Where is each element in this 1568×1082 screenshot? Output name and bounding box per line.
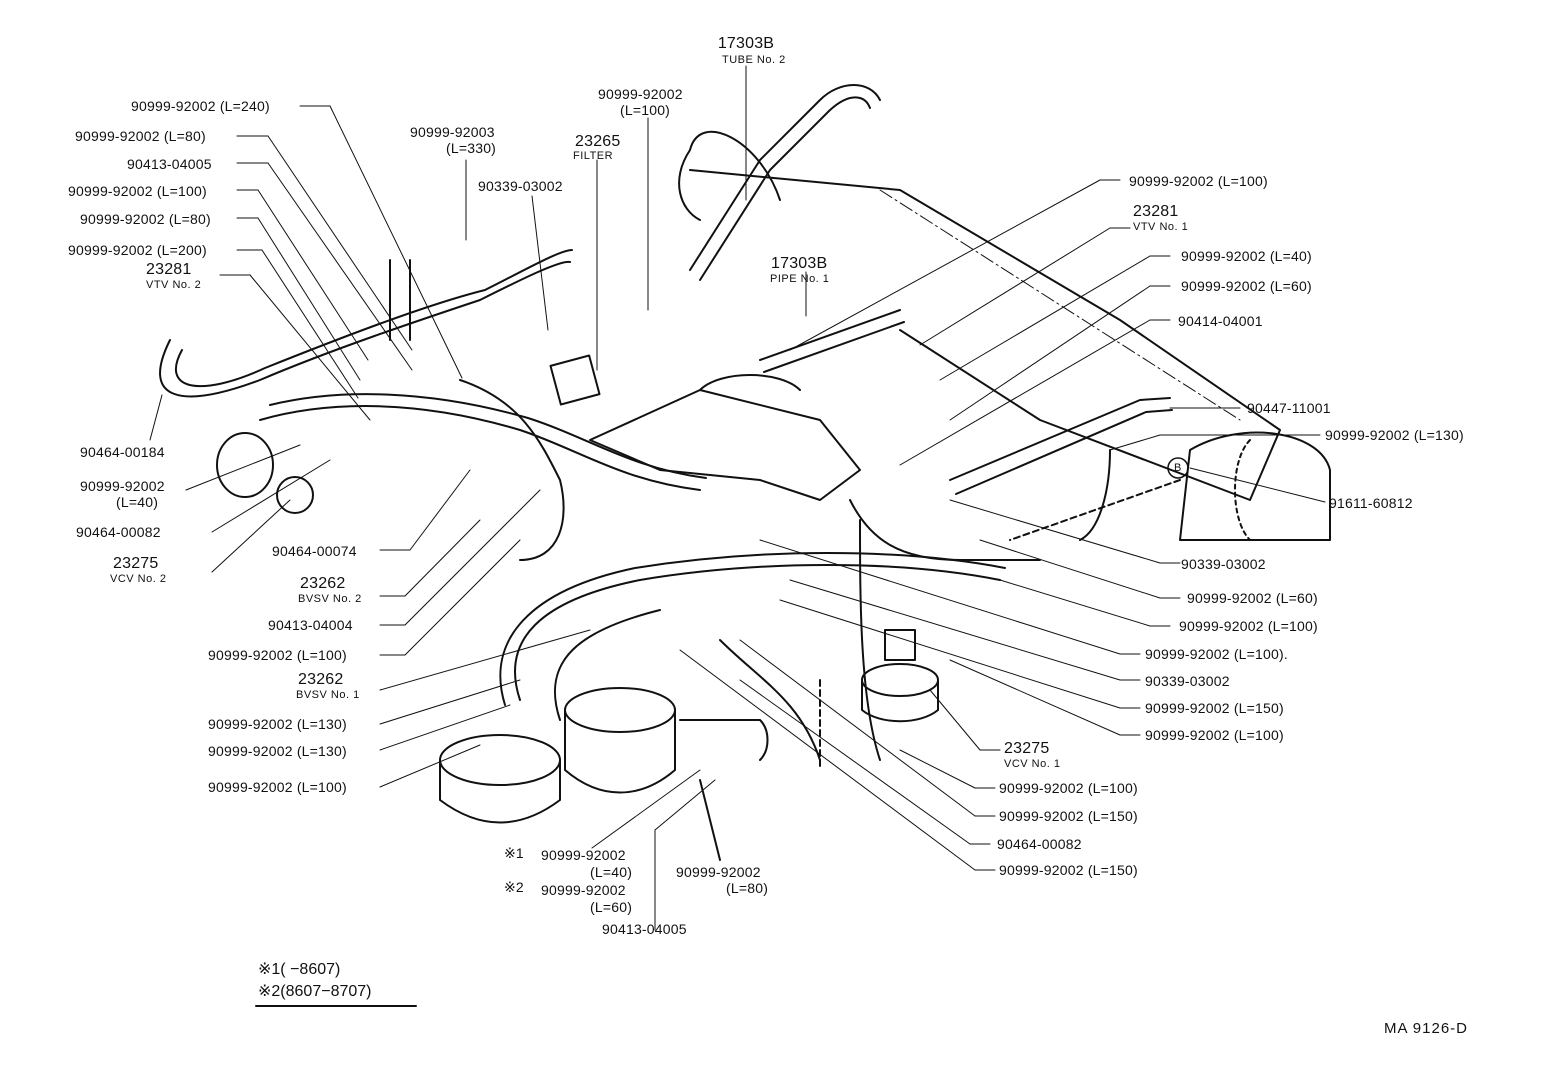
bvsv2-name: BVSV No. 2 bbox=[298, 593, 362, 605]
tube2-name: TUBE No. 2 bbox=[722, 54, 786, 66]
hose-l330 bbox=[159, 260, 571, 398]
hose-l100-right-top-label: 90999-92002 (L=100) bbox=[1129, 173, 1268, 189]
hose-l240-label: 90999-92002 (L=240) bbox=[131, 98, 270, 114]
hose-l100-r3-label: 90999-92002 (L=100) bbox=[1145, 727, 1284, 743]
hose-l130-right-label: 90999-92002 (L=130) bbox=[1325, 427, 1464, 443]
bvsv2-number: 23262 bbox=[300, 575, 346, 592]
filter-name: FILTER bbox=[573, 150, 614, 162]
air-cleaner bbox=[1179, 431, 1331, 541]
drawing-code: MA 9126-D bbox=[1383, 1020, 1468, 1037]
part-90413-b-label: 90413-04005 bbox=[602, 921, 687, 937]
pipe1-number: 17303B bbox=[771, 255, 828, 272]
hose-l60-right2-label: 90999-92002 (L=60) bbox=[1187, 590, 1318, 606]
star2-mark: ※2 bbox=[504, 879, 524, 895]
vcv-no2 bbox=[216, 432, 274, 498]
bvsv1-number: 23262 bbox=[298, 671, 344, 688]
hose-l200-label: 90999-92002 (L=200) bbox=[68, 242, 207, 258]
hose-l40-left-length: (L=40) bbox=[116, 494, 159, 510]
vcv1-number: 23275 bbox=[1004, 740, 1050, 757]
hose-l330-part: 90999-92003 bbox=[410, 124, 495, 140]
tube-no2 bbox=[689, 84, 881, 271]
hose-l100-top-part: 90999-92002 bbox=[598, 86, 683, 102]
hose-l80b-label: 90999-92002 (L=80) bbox=[80, 211, 211, 227]
part-90464-00184-label: 90464-00184 bbox=[80, 444, 165, 460]
note-2: ※2(8607−8707) bbox=[258, 983, 372, 1000]
vacuum-canister-2 bbox=[439, 734, 561, 786]
hose-l100-r2-label: 90999-92002 (L=100). bbox=[1145, 646, 1288, 662]
star1-length: (L=40) bbox=[590, 864, 633, 880]
hose-l60-right-label: 90999-92002 (L=60) bbox=[1181, 278, 1312, 294]
pipe1-name: PIPE No. 1 bbox=[770, 273, 830, 285]
hose-l150-r1-label: 90999-92002 (L=150) bbox=[1145, 700, 1284, 716]
intake-manifold bbox=[689, 169, 1281, 501]
hose-l40-right-label: 90999-92002 (L=40) bbox=[1181, 248, 1312, 264]
part-91611-60812-label: 91611-60812 bbox=[1329, 495, 1413, 511]
hose-l100-top-length: (L=100) bbox=[620, 102, 671, 118]
hose-l80-bottom-part: 90999-92002 bbox=[676, 864, 761, 880]
part-90464-00074-label: 90464-00074 bbox=[272, 543, 357, 559]
part-90339-r2-label: 90339-03002 bbox=[1145, 673, 1230, 689]
hose-l100-r4-label: 90999-92002 (L=100) bbox=[999, 780, 1138, 796]
hose-l100-left2-label: 90999-92002 (L=100) bbox=[208, 779, 347, 795]
hose-l80a-label: 90999-92002 (L=80) bbox=[75, 128, 206, 144]
tube2-number: 17303B bbox=[717, 35, 775, 52]
vtv2-number: 23281 bbox=[146, 261, 192, 278]
vtv2-name: VTV No. 2 bbox=[146, 279, 202, 291]
vcv1-name: VCV No. 1 bbox=[1004, 758, 1061, 770]
hose-l100a-label: 90999-92002 (L=100) bbox=[68, 183, 207, 199]
part-90414-04001-label: 90414-04001 bbox=[1178, 313, 1263, 329]
engine-outline bbox=[589, 389, 861, 501]
hose-l150-r3-label: 90999-92002 (L=150) bbox=[999, 862, 1138, 878]
hose-90447 bbox=[949, 397, 1171, 481]
star2-part: 90999-92002 bbox=[541, 882, 626, 898]
hose-l80-bottom-length: (L=80) bbox=[726, 880, 769, 896]
star1-part: 90999-92002 bbox=[541, 847, 626, 863]
hose-long-right bbox=[259, 405, 701, 491]
part-90339-top: 90339-03002 bbox=[478, 178, 563, 194]
part-90339-r1-label: 90339-03002 bbox=[1181, 556, 1266, 572]
vcv2-name: VCV No. 2 bbox=[110, 573, 167, 585]
vacuum-canister-1 bbox=[564, 687, 676, 733]
vtv1-number: 23281 bbox=[1133, 203, 1179, 220]
hose-l100-left-label: 90999-92002 (L=100) bbox=[208, 647, 347, 663]
circle-b-marker bbox=[1167, 457, 1189, 479]
vtv1-name: VTV No. 1 bbox=[1133, 221, 1189, 233]
bvsv1-name: BVSV No. 1 bbox=[296, 689, 360, 701]
part-90413-a-label: 90413-04005 bbox=[127, 156, 212, 172]
filter-number: 23265 bbox=[575, 133, 621, 150]
note-1: ※1( −8607) bbox=[258, 961, 341, 978]
hose-right-1 bbox=[759, 309, 901, 361]
hose-l130b-label: 90999-92002 (L=130) bbox=[208, 743, 347, 759]
vcv2-number: 23275 bbox=[113, 555, 159, 572]
part-90413-04004-label: 90413-04004 bbox=[268, 617, 353, 633]
star1-mark: ※1 bbox=[504, 845, 524, 861]
star2-length: (L=60) bbox=[590, 899, 633, 915]
hose-l100-r1-label: 90999-92002 (L=100) bbox=[1179, 618, 1318, 634]
part-90447-11001-label: 90447-11001 bbox=[1247, 400, 1331, 416]
filter-23265 bbox=[549, 354, 601, 406]
part-90464-00082-right-label: 90464-00082 bbox=[997, 836, 1082, 852]
part-90464-00082-left-label: 90464-00082 bbox=[76, 524, 161, 540]
hose-l330-length: (L=330) bbox=[446, 140, 497, 156]
hose-l40-left-part: 90999-92002 bbox=[80, 478, 165, 494]
circle-b-letter: B bbox=[1174, 462, 1182, 474]
vcv-no1 bbox=[861, 663, 939, 697]
hose-lower-loop bbox=[514, 564, 1001, 701]
hose-l130a-label: 90999-92002 (L=130) bbox=[208, 716, 347, 732]
hose-l150-r2-label: 90999-92002 (L=150) bbox=[999, 808, 1138, 824]
